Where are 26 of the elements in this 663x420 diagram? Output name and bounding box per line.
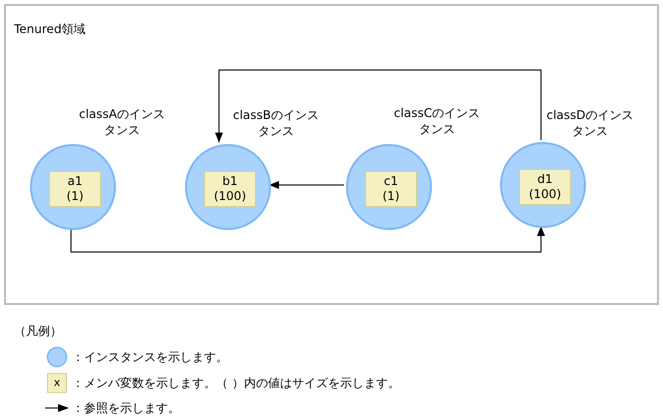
- reference-arrow: [215, 70, 542, 144]
- area-frame: [4, 4, 659, 305]
- member-variable-box: [49, 171, 101, 207]
- variable-text: c1: [384, 174, 398, 189]
- member-variable-box: [204, 171, 256, 207]
- member-variable-box: [519, 169, 571, 205]
- variable-text: (1): [66, 189, 84, 204]
- variable-text: a1: [68, 174, 82, 189]
- reference-arrow: [268, 181, 344, 189]
- variable-text: d1: [537, 172, 553, 187]
- legend-heading: （凡例）: [14, 323, 62, 339]
- legend-text: ：参照を示します。: [72, 400, 180, 416]
- instance-caption: classDのインスタンス: [545, 107, 635, 139]
- instance-caption: classCのインスタンス: [392, 105, 482, 137]
- instance-caption: classBのインスタンス: [232, 107, 320, 139]
- reference-arrow: [70, 226, 545, 252]
- legend-text: ：メンバ変数を示します。（ ）内の値はサイズを示します。: [72, 375, 400, 391]
- variable-text: (1): [382, 189, 400, 204]
- legend-text: ：インスタンスを示します。: [72, 349, 228, 365]
- instance-caption: classAのインスタンス: [78, 106, 166, 138]
- member-variable-sample: x: [47, 373, 67, 393]
- variable-text: b1: [222, 174, 238, 189]
- variable-text: (100): [528, 187, 562, 202]
- area-title: Tenured領域: [14, 21, 86, 37]
- member-variable-box: [365, 171, 417, 207]
- variable-text: (100): [214, 189, 246, 204]
